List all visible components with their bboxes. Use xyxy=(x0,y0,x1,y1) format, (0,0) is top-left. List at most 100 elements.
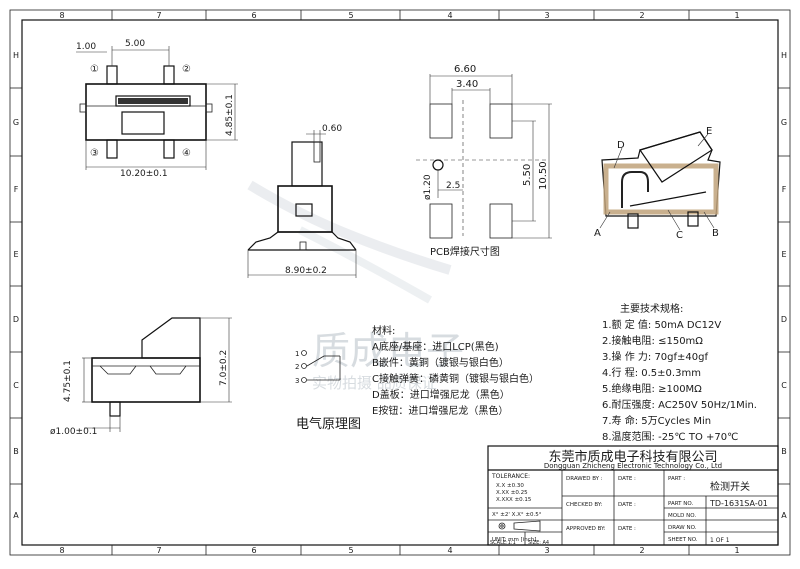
spec-item: 5.绝缘电阻: ≥100MΩ xyxy=(602,382,702,395)
row-label: G xyxy=(13,118,19,127)
row-label: A xyxy=(13,511,19,520)
section-contact-spring xyxy=(621,171,649,208)
col-label: 7 xyxy=(156,11,161,20)
watermark-swoosh xyxy=(247,180,452,275)
row-label: G xyxy=(781,118,787,127)
col-label: 1 xyxy=(734,11,739,20)
col-label: 2 xyxy=(639,546,644,555)
pcb-pad xyxy=(489,203,513,239)
electrical-schematic: 1 2 3 电气原理图 xyxy=(295,350,361,432)
terminal-pin xyxy=(106,139,118,159)
company-name-en: Dongguan Zhicheng Electronic Technology … xyxy=(544,462,722,470)
watermark-main-text: 质成电子 xyxy=(312,329,464,373)
tolerance-title: TOLERANCE: xyxy=(491,473,530,480)
row-label: C xyxy=(13,381,19,390)
projection-symbol xyxy=(498,520,541,532)
spec-item: 6.耐压强度: AC250V 50Hz/1Min. xyxy=(602,398,757,411)
pin-marker: ② xyxy=(182,64,191,75)
scale-label: SCALE:1:1 xyxy=(490,540,516,546)
dim-label: 5.50 xyxy=(522,164,533,186)
dim-label: ø1.20 xyxy=(423,174,433,200)
materials-item: A底座/基座：进口LCP(黑色) xyxy=(372,340,499,353)
dim-label: 7.0±0.2 xyxy=(219,350,229,386)
col-label: 6 xyxy=(251,546,256,555)
company-name-cn: 东莞市质成电子科技有限公司 xyxy=(548,449,717,465)
row-label: A xyxy=(781,511,787,520)
dim-label: 2.5 xyxy=(446,181,460,191)
tolerance-row: X.X ±0.30 xyxy=(496,483,524,489)
dim-label: 10.20±0.1 xyxy=(120,169,168,179)
pcb-hole xyxy=(432,159,444,171)
pcb-pad xyxy=(429,203,453,239)
col-label: 4 xyxy=(447,546,452,555)
dim-label: 10.50 xyxy=(538,161,549,190)
angle-tolerance: X° ±2' X.X° ±0.5° xyxy=(492,512,542,518)
col-label: 6 xyxy=(251,11,256,20)
tolerance-row: X.XXX ±0.15 xyxy=(496,497,532,503)
row-label: H xyxy=(781,51,787,60)
part-no-value: TD-1631SA-01 xyxy=(709,499,768,508)
size-label: SIZE: A4 xyxy=(528,540,549,546)
row-label: E xyxy=(781,250,786,259)
checked-by-label: CHECKED BY: xyxy=(566,502,602,508)
spec-item: 3.操 作 力: 70gf±40gf xyxy=(602,350,708,363)
dim-label: 0.60 xyxy=(322,124,342,134)
front-view-actuator xyxy=(291,141,323,187)
mold-no-label: MOLD NO. xyxy=(668,513,696,519)
callout-label: E xyxy=(706,126,712,137)
materials-item: D盖板：进口增强尼龙（黑色） xyxy=(372,388,510,401)
side-view-button xyxy=(141,317,201,359)
col-label: 4 xyxy=(447,11,452,20)
part-label: PART : xyxy=(668,476,685,482)
part-value: 检测开关 xyxy=(710,480,750,493)
dim-label: 1.00 xyxy=(76,42,96,52)
col-label: 3 xyxy=(544,11,549,20)
frame-row-labels: H G F E D C B A H G F E D C B A xyxy=(13,51,787,520)
spec-item: 4.行 程: 0.5±0.3mm xyxy=(602,366,701,379)
col-label: 1 xyxy=(734,546,739,555)
section-view: D E A C B xyxy=(594,126,721,241)
col-label: 8 xyxy=(59,11,64,20)
spec-item: 2.接触电阻: ≤150mΩ xyxy=(602,334,703,347)
callout-label: C xyxy=(676,230,683,241)
col-label: 3 xyxy=(544,546,549,555)
dim-label: ø1.00±0.1 xyxy=(50,427,97,437)
drawn-by-label: DRAWED BY : xyxy=(566,476,603,482)
spec-list: 主要技术规格: 1.额 定 值: 50mA DC12V 2.接触电阻: ≤150… xyxy=(602,302,757,443)
date-label: DATE : xyxy=(618,526,636,532)
frame-column-ticks xyxy=(111,10,690,555)
row-label: D xyxy=(13,315,19,324)
draw-no-label: DRAW NO. xyxy=(668,525,697,531)
side-view-body xyxy=(91,357,201,403)
frame-row-ticks xyxy=(10,87,790,485)
pcb-pad xyxy=(489,103,513,139)
top-view-slot-fill xyxy=(118,98,188,104)
frame-column-labels-top: 8 7 6 5 4 3 2 1 xyxy=(59,11,739,20)
pin-marker: ① xyxy=(90,64,99,75)
spec-title: 主要技术规格: xyxy=(620,302,683,315)
top-view-slot xyxy=(115,95,191,107)
title-block: 东莞市质成电子科技有限公司 Dongguan Zhicheng Electron… xyxy=(487,445,779,546)
top-view-button xyxy=(121,111,165,135)
sheet-no-value: 1 OF 1 xyxy=(710,537,730,544)
schematic-pin-label: 3 xyxy=(295,377,299,385)
part-no-label: PART NO. xyxy=(668,501,693,507)
schematic-pin-label: 1 xyxy=(295,350,299,358)
row-label: F xyxy=(782,185,787,194)
dim-label: 4.85±0.1 xyxy=(225,94,235,136)
dim-label: 5.00 xyxy=(125,39,145,49)
col-label: 8 xyxy=(59,546,64,555)
row-label: E xyxy=(13,250,18,259)
callout-label: D xyxy=(617,140,625,151)
row-label: B xyxy=(781,447,787,456)
dim-label: 3.40 xyxy=(456,79,478,90)
side-view-pin xyxy=(109,401,121,417)
schematic-pin-label: 2 xyxy=(295,363,299,371)
pin-marker: ④ xyxy=(182,148,191,159)
spec-item: 1.额 定 值: 50mA DC12V xyxy=(602,318,721,331)
row-label: F xyxy=(14,185,19,194)
section-outline xyxy=(601,131,721,217)
terminal-pin xyxy=(106,65,118,85)
